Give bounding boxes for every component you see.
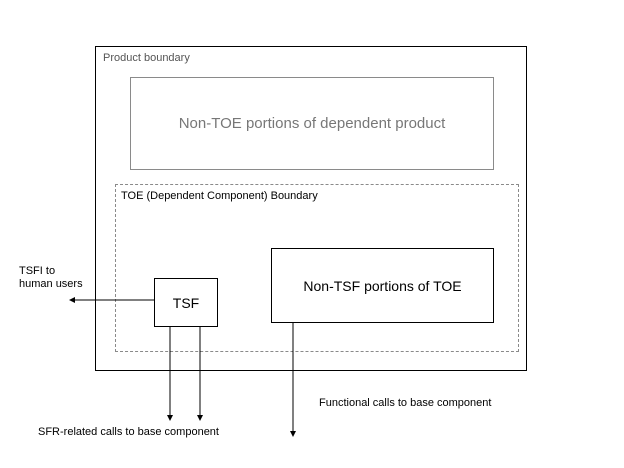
non-toe-box: Non-TOE portions of dependent product [130, 77, 494, 170]
toe-boundary-box [115, 184, 519, 352]
tsf-label: TSF [172, 294, 200, 311]
non-tsf-label: Non-TSF portions of TOE [303, 277, 462, 294]
toe-boundary-label: TOE (Dependent Component) Boundary [121, 190, 318, 202]
tsf-box: TSF [154, 278, 218, 327]
tsfi-label-line1: TSFI to [19, 265, 56, 277]
tsfi-label-line2: human users [19, 278, 83, 290]
functional-calls-label: Functional calls to base component [319, 397, 492, 409]
non-tsf-box: Non-TSF portions of TOE [271, 248, 494, 323]
non-toe-label: Non-TOE portions of dependent product [178, 115, 446, 132]
product-boundary-box [95, 46, 527, 371]
tsfi-label: TSFI to human users [19, 265, 83, 291]
sfr-calls-label: SFR-related calls to base component [38, 426, 219, 438]
product-boundary-label: Product boundary [103, 52, 190, 64]
